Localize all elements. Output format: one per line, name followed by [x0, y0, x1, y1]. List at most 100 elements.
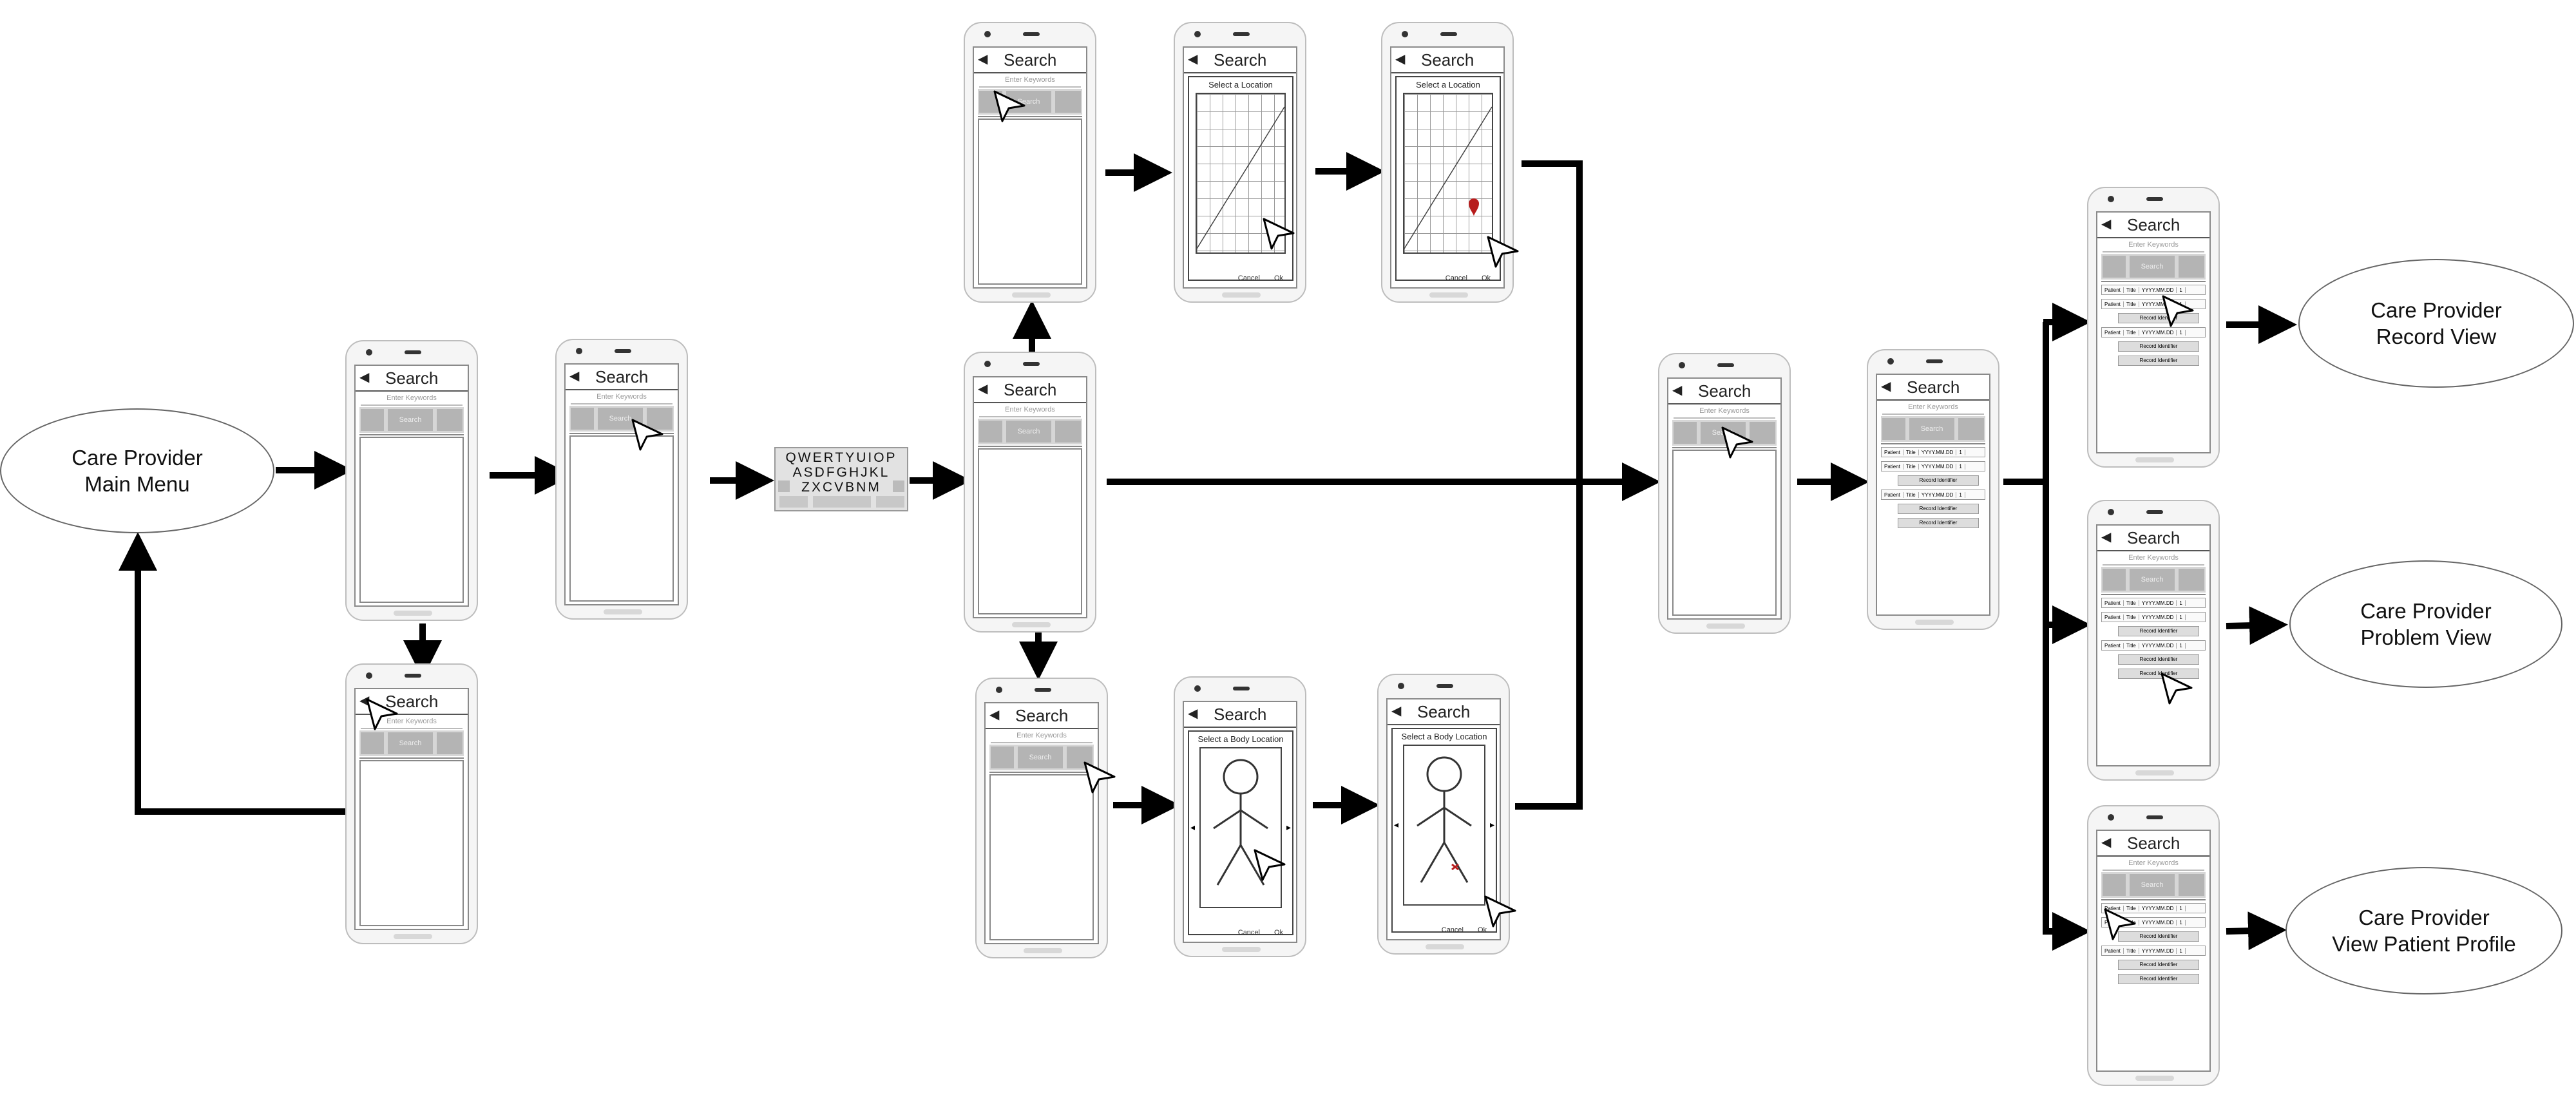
home-button[interactable] — [1012, 622, 1051, 627]
body-figure-frame[interactable] — [1403, 745, 1485, 906]
next-arrow-icon[interactable]: ▸ — [1489, 819, 1494, 830]
map-location-icon[interactable] — [1958, 418, 1984, 440]
record-identifier-button[interactable]: Record Identifier — [2118, 626, 2199, 636]
search-button[interactable]: Search — [2130, 569, 2175, 591]
cancel-button[interactable]: Cancel — [1441, 926, 1464, 934]
keywords-input[interactable]: Enter Keywords — [2128, 859, 2179, 867]
location-map-grid[interactable] — [1403, 93, 1493, 254]
cancel-button[interactable]: Cancel — [1237, 274, 1260, 282]
body-location-icon[interactable] — [571, 408, 594, 430]
home-button[interactable] — [604, 609, 642, 614]
ok-button[interactable]: Ok — [1477, 926, 1487, 934]
search-button[interactable]: Search — [2130, 256, 2175, 278]
record-identifier-button[interactable]: Record Identifier — [1898, 504, 1979, 514]
keyboard-row-3[interactable]: ZXCVBNM — [801, 480, 881, 495]
map-location-icon[interactable] — [437, 409, 463, 431]
keyboard-row-2[interactable]: ASDFGHJKL — [792, 465, 890, 480]
back-arrow-icon[interactable]: ◀ — [359, 370, 370, 385]
body-location-icon[interactable] — [1882, 418, 1905, 440]
home-button[interactable] — [1012, 292, 1051, 298]
back-arrow-icon[interactable]: ◀ — [1391, 704, 1402, 718]
body-location-icon[interactable] — [979, 421, 1002, 442]
home-button[interactable] — [1024, 948, 1062, 953]
home-button[interactable] — [394, 934, 432, 939]
search-button[interactable]: Search — [1909, 418, 1954, 440]
search-button[interactable]: Search — [1006, 421, 1051, 442]
map-location-icon[interactable] — [1055, 421, 1081, 442]
keywords-input[interactable]: Enter Keywords — [1005, 76, 1055, 84]
back-arrow-icon[interactable]: ◀ — [978, 382, 988, 396]
back-arrow-icon[interactable]: ◀ — [1395, 52, 1406, 66]
map-location-icon[interactable] — [2179, 874, 2204, 896]
back-arrow-icon[interactable]: ◀ — [2101, 217, 2112, 231]
ok-button[interactable]: Ok — [1274, 929, 1283, 937]
home-button[interactable] — [1429, 292, 1468, 298]
home-button[interactable] — [1915, 620, 1954, 625]
back-arrow-icon[interactable]: ◀ — [569, 369, 580, 383]
home-button[interactable] — [1426, 944, 1464, 949]
back-arrow-icon[interactable]: ◀ — [2101, 530, 2112, 544]
record-identifier-button[interactable]: Record Identifier — [2118, 654, 2199, 665]
record-identifier-button[interactable]: Record Identifier — [2118, 313, 2199, 323]
prev-arrow-icon[interactable]: ◂ — [1190, 822, 1196, 832]
body-location-icon[interactable] — [2103, 569, 2126, 591]
map-location-icon[interactable] — [1055, 91, 1081, 113]
numbers-key[interactable] — [779, 496, 808, 508]
cancel-button[interactable]: Cancel — [1445, 274, 1467, 282]
record-identifier-button[interactable]: Record Identifier — [1898, 475, 1979, 486]
map-location-icon[interactable] — [647, 408, 673, 430]
keywords-input[interactable]: Enter Keywords — [2128, 554, 2179, 562]
record-identifier-button[interactable]: Record Identifier — [1898, 518, 1979, 528]
home-button[interactable] — [2135, 1076, 2174, 1081]
back-arrow-icon[interactable]: ◀ — [978, 52, 988, 66]
home-button[interactable] — [1222, 292, 1261, 298]
home-button[interactable] — [1706, 623, 1745, 629]
keyboard-bottom-row[interactable] — [779, 496, 904, 508]
keywords-input[interactable]: Enter Keywords — [1908, 403, 1958, 411]
home-button[interactable] — [2135, 770, 2174, 775]
body-location-icon[interactable] — [2103, 874, 2126, 896]
search-button[interactable]: Search — [2130, 874, 2175, 896]
record-identifier-button[interactable]: Record Identifier — [2118, 356, 2199, 366]
body-location-icon[interactable] — [361, 409, 384, 431]
cancel-button[interactable]: Cancel — [1237, 929, 1260, 937]
ok-button[interactable]: Ok — [1481, 274, 1491, 282]
ok-button[interactable]: Ok — [1274, 274, 1283, 282]
map-location-icon[interactable] — [2179, 256, 2204, 278]
back-arrow-icon[interactable]: ◀ — [1881, 379, 1891, 394]
record-identifier-button[interactable]: Record Identifier — [2118, 974, 2199, 984]
delete-key[interactable] — [893, 480, 904, 492]
body-location-icon[interactable] — [1674, 422, 1697, 444]
search-button[interactable]: Search — [388, 732, 433, 754]
prev-arrow-icon[interactable]: ◂ — [1394, 819, 1399, 830]
search-button[interactable]: Search — [388, 409, 433, 431]
search-button[interactable]: Search — [1018, 747, 1063, 768]
back-arrow-icon[interactable]: ◀ — [1188, 707, 1198, 721]
keywords-input[interactable]: Enter Keywords — [386, 394, 437, 402]
map-location-icon[interactable] — [437, 732, 463, 754]
keywords-input[interactable]: Enter Keywords — [1016, 732, 1067, 739]
record-identifier-button[interactable]: Record Identifier — [2118, 669, 2199, 679]
home-button[interactable] — [1222, 947, 1261, 952]
space-key[interactable] — [813, 496, 871, 508]
on-screen-keyboard[interactable]: QWERTYUIOP ASDFGHJKL ZXCVBNM — [774, 447, 908, 511]
home-button[interactable] — [2135, 457, 2174, 462]
shift-key[interactable] — [778, 480, 790, 492]
back-arrow-icon[interactable]: ◀ — [989, 708, 1000, 722]
back-arrow-icon[interactable]: ◀ — [1188, 52, 1198, 66]
keywords-input[interactable]: Enter Keywords — [596, 393, 647, 401]
record-identifier-button[interactable]: Record Identifier — [2118, 931, 2199, 942]
body-location-icon[interactable] — [2103, 256, 2126, 278]
home-button[interactable] — [394, 611, 432, 616]
body-figure-frame[interactable] — [1199, 747, 1282, 908]
back-arrow-icon[interactable]: ◀ — [2101, 835, 2112, 850]
